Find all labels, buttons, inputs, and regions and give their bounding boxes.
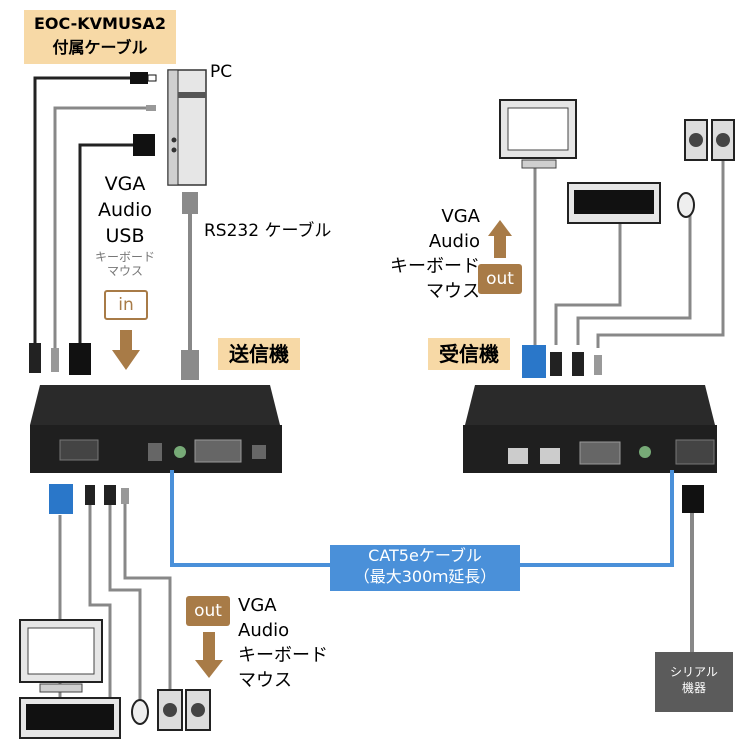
vga-plug-icon [133,134,155,156]
sender-input-keyboard: キーボード [94,250,155,264]
receiver-device-icon [463,385,717,473]
local-keyboard-icon [19,697,121,739]
serial-plug-icon [682,485,704,513]
local-monitor-icon [19,619,103,693]
sender-out-badge: out [186,596,230,626]
receiver-output-audio: Audio [428,231,480,252]
sender-output-vga: VGA [238,595,277,616]
sender-output-keyboard: キーボード [238,645,328,666]
receiver-output-keyboard: キーボード [390,256,480,277]
sender-input-usb: USB [105,225,145,247]
cat5e-label-line2: （最大300ｍ延長） [353,567,497,586]
rs232-label: RS232 ケーブル [204,221,332,241]
out-arrow-receiver-icon [488,220,512,236]
out-arrow-sender-icon [195,660,223,678]
sender-input-vga: VGA [104,173,146,195]
serial-device-line2: 機器 [681,681,706,695]
local-speakers-icon [157,689,211,731]
pc-tower-icon [167,69,207,186]
pc-label: PC [210,62,233,82]
cat5e-label: CAT5eケーブル （最大300ｍ延長） [330,545,520,591]
keyboard-icon [567,182,661,224]
sender-tag: 送信機 [218,338,300,370]
serial-device-line1: シリアル [670,665,718,679]
sender-output-mouse: マウス [238,670,292,691]
kit-cable-tag: EOC-KVMUSA2 付属ケーブル [24,10,176,64]
mouse-icon [677,192,695,218]
sender-input-mouse: マウス [106,264,143,278]
sender-output-audio: Audio [238,620,290,641]
vga-plug-blue-icon [522,345,546,378]
sender-input-audio: Audio [97,199,152,221]
sender-device-icon [30,385,282,473]
receiver-output-vga: VGA [441,206,480,227]
rs232-plug-icon [182,192,198,214]
usb-plug-icon [130,72,148,84]
audio-plug-icon [146,105,156,111]
local-mouse-icon [131,699,149,725]
in-arrow-icon [112,330,140,370]
cat5e-label-line1: CAT5eケーブル [368,546,482,565]
receiver-output-mouse: マウス [426,281,480,302]
receiver-tag: 受信機 [428,338,510,370]
serial-device-box: シリアル 機器 [655,652,733,712]
model-name: EOC-KVMUSA2 [33,14,166,33]
in-badge: in [104,290,148,320]
cable-note: 付属ケーブル [52,38,148,57]
speakers-icon [684,119,735,161]
receiver-out-badge: out [478,264,522,294]
monitor-icon [499,99,577,169]
pc-cables [33,76,192,350]
